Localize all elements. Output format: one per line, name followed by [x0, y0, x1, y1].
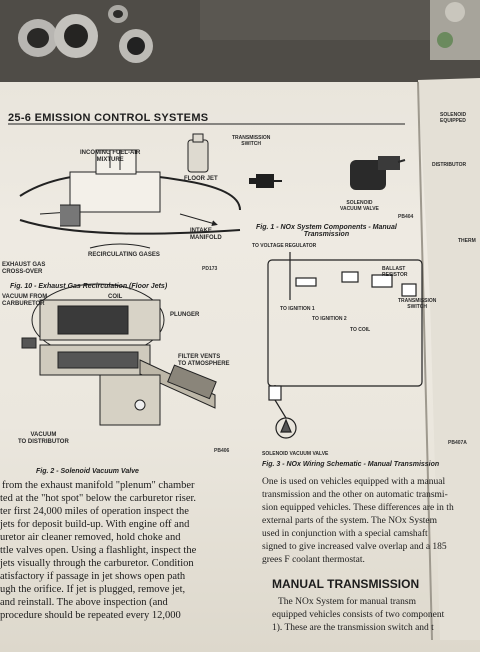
label-coil: COIL — [108, 294, 123, 300]
left-line-10: procedure should be repeated every 12,00… — [0, 610, 181, 621]
page-header: 25-6 EMISSION CONTROL SYSTEMS — [8, 112, 209, 124]
label-mixture: INCOMING FUEL-AIR MIXTURE — [80, 150, 141, 163]
left-line-6: jets visually through the carburetor. Co… — [0, 558, 194, 569]
right-line-4: used in conjunction with a special camsh… — [262, 529, 428, 539]
fig10-diagram — [19, 149, 241, 249]
left-line-8: ugh the orifice. If jet is plugged, remo… — [0, 584, 186, 595]
label-ign2: TO IGNITION 2 — [312, 316, 347, 322]
label-floor-jet: FLOOR JET — [184, 176, 218, 182]
label-recirc: RECIRCULATING GASES — [88, 252, 160, 258]
label-switch: TRANSMISSION SWITCH — [398, 298, 437, 310]
side-thermal: THERM — [458, 238, 476, 244]
right-line-1: transmission and the other on automatic … — [262, 490, 448, 500]
left-line-7: atisfactory if passage in jet shows open… — [0, 571, 186, 582]
fig1-caption: Fig. 1 - NOx System Components - Manual … — [256, 224, 397, 238]
left-line-9: and reinstall. The above inspection (and — [0, 597, 168, 608]
label-voltage: TO VOLTAGE REGULATOR — [252, 243, 317, 249]
label-plunger: PLUNGER — [170, 312, 200, 318]
left-line-0: from the exhaust manifold "plenum" chamb… — [2, 480, 195, 491]
fig1-ref: PB404 — [398, 214, 414, 220]
fig3-ref: PB407A — [448, 440, 467, 446]
right-line-5: signed to give increased valve overlap a… — [262, 542, 447, 552]
left-line-4: uretor air cleaner removed, hold choke a… — [0, 532, 181, 543]
left-line-2: ter first 24,000 miles of operation insp… — [0, 506, 189, 517]
left-line-3: jets for deposit build-up. With engine o… — [0, 519, 190, 530]
fig2-caption: Fig. 2 - Solenoid Vacuum Valve — [36, 468, 139, 475]
section-title: MANUAL TRANSMISSION — [272, 577, 420, 591]
fig10-ref: PD173 — [202, 266, 218, 272]
solenoid-valve-icon — [350, 156, 406, 190]
fig3-wiring-schematic — [267, 252, 423, 439]
socket-small — [108, 5, 128, 23]
label-exhaust: EXHAUST GAS CROSS-OVER — [2, 262, 46, 275]
right-line-3: external parts of the system. The NOx Sy… — [262, 516, 438, 526]
label-ballast: BALLAST RESISTOR — [382, 266, 408, 278]
label-valve: SOLENOID VACUUM VALVE — [262, 451, 329, 457]
section-line-1: equipped vehicles consists of two compon… — [272, 610, 445, 620]
label-intake: INTAKE MANIFOLD — [190, 228, 222, 241]
fig2-ref: PB406 — [214, 448, 230, 454]
right-line-0: One is used on vehicles equipped with a … — [262, 477, 446, 487]
fig2-solenoid-diagram — [21, 283, 217, 426]
label-vacuum-from: VACUUM FROM CARBURETOR — [2, 294, 48, 307]
socket-center — [54, 14, 98, 58]
label-vacuum-to: VACUUM TO DISTRIBUTOR — [18, 432, 69, 445]
socket-right — [119, 29, 153, 63]
fig10-caption: Fig. 10 - Exhaust Gas Recirculation (Flo… — [10, 283, 168, 290]
right-line-6: grees F coolant thermostat. — [262, 555, 365, 565]
section-line-0: The NOx System for manual transm — [278, 597, 416, 607]
facing-page — [418, 78, 480, 640]
left-line-1: ted at the "hot spot" below the carburet… — [0, 493, 197, 504]
right-line-2: sion equipped vehicles. These difference… — [262, 503, 454, 513]
label-ign1: TO IGNITION 1 — [280, 306, 315, 312]
transmission-switch-icon — [249, 174, 282, 188]
label-filter: FILTER VENTS TO ATMOSPHERE — [178, 354, 230, 367]
label-trans-switch: TRANSMISSION SWITCH — [232, 135, 271, 147]
side-solenoid: SOLENOID EQUIPPED — [440, 112, 467, 124]
section-line-2: 1). These are the transmission switch an… — [272, 623, 434, 633]
left-line-5: ttle valves open. Using a flashlight, in… — [0, 545, 197, 556]
label-solenoid: SOLENOID VACUUM VALVE — [340, 200, 379, 212]
side-distributor: DISTRIBUTOR — [432, 162, 467, 168]
fig3-caption: Fig. 3 - NOx Wiring Schematic - Manual T… — [262, 461, 440, 468]
socket-rack — [430, 0, 480, 60]
socket-left — [18, 19, 58, 57]
floor-jet-icon — [187, 133, 209, 173]
label-coil-wire: TO COIL — [350, 327, 371, 333]
